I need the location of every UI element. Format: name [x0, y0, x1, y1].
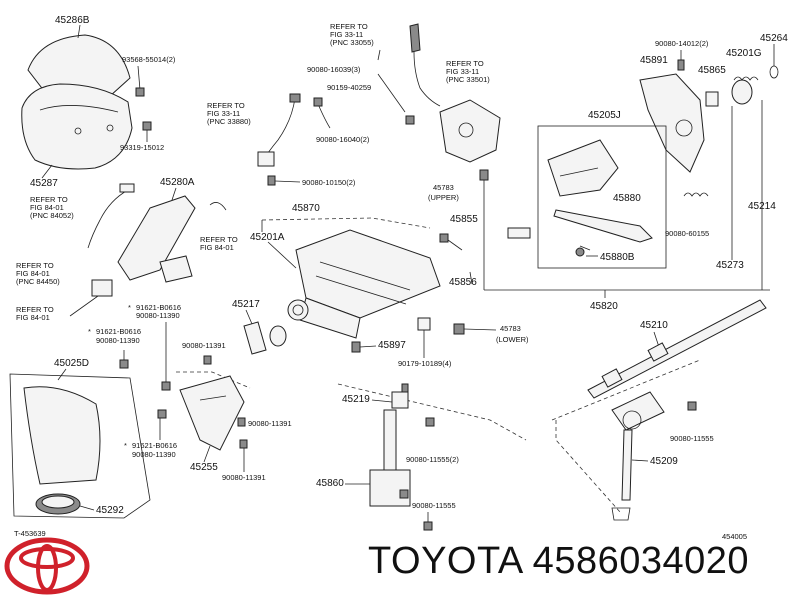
- ref4-line2: FIG 84-01: [30, 203, 64, 212]
- label-45891: 45891: [640, 55, 668, 66]
- label-90080-11391-a: 90080-11391: [182, 341, 226, 350]
- label-91621-a: 91621-B0616: [136, 303, 181, 312]
- label-45880b: 45880B: [600, 252, 635, 263]
- label-45201a: 45201A: [250, 232, 285, 243]
- label-91621-b: 91621-B0616: [96, 327, 141, 336]
- star-note-2: *: [88, 327, 91, 336]
- label-45855: 45855: [450, 214, 478, 225]
- label-45865: 45865: [698, 65, 726, 76]
- label-t-453639: T-453639: [14, 529, 46, 538]
- ref3-line2: FIG 33-11: [207, 109, 240, 118]
- ref7-line2: FIG 84-01: [16, 313, 50, 322]
- ref6-line1: REFER TO: [16, 261, 54, 270]
- label-90080-11555-b: 90080-11555(2): [406, 455, 459, 464]
- label-90080-11391-b: 90080-11391: [248, 419, 292, 428]
- label-45292: 45292: [96, 505, 124, 516]
- ref5-line2: FIG 84-01: [200, 243, 234, 252]
- ref6-line3: (PNC 84450): [16, 277, 60, 286]
- label-90159: 90159-40259: [327, 83, 371, 92]
- label-90080-16039: 90080-16039(3): [307, 65, 361, 74]
- note-upper: (UPPER): [428, 193, 459, 202]
- label-45856: 45856: [449, 277, 477, 288]
- label-45783-lower: 45783: [500, 324, 521, 333]
- ref6-line2: FIG 84-01: [16, 269, 50, 278]
- label-45880: 45880: [613, 193, 641, 204]
- ref2-line1: REFER TO: [446, 59, 484, 68]
- ref2-line2: FIG 33-11: [446, 67, 479, 76]
- ref5-line1: REFER TO: [200, 235, 238, 244]
- ref3-line3: (PNC 33880): [207, 117, 251, 126]
- label-45287: 45287: [30, 178, 58, 189]
- label-90080-60155: 90080-60155: [665, 229, 709, 238]
- label-45897: 45897: [378, 340, 406, 351]
- label-45219: 45219: [342, 394, 370, 405]
- label-90080-11390-c: 90080-11390: [132, 450, 176, 459]
- label-90080-11391-c: 90080-11391: [222, 473, 266, 482]
- label-90080-11390-b: 90080-11390: [96, 336, 140, 345]
- label-45280a: 45280A: [160, 177, 195, 188]
- ref7-line1: REFER TO: [16, 305, 54, 314]
- label-454005: 454005: [722, 532, 747, 541]
- ref2-line3: (PNC 33501): [446, 75, 490, 84]
- label-90179: 90179-10189(4): [398, 359, 452, 368]
- label-91621-c: 91621-B0616: [132, 441, 177, 450]
- ref1-line3: (PNC 33055): [330, 38, 374, 47]
- label-45210: 45210: [640, 320, 668, 331]
- label-90080-11555-a: 90080-11555: [670, 434, 714, 443]
- ref1-line1: REFER TO: [330, 22, 368, 31]
- label-45286b: 45286B: [55, 15, 90, 26]
- label-45209: 45209: [650, 456, 678, 467]
- toyota-logo-icon: [4, 537, 90, 595]
- ref4-line3: (PNC 84052): [30, 211, 74, 220]
- star-note-3: *: [124, 441, 127, 450]
- label-90080-11390-a: 90080-11390: [136, 311, 180, 320]
- ref4-line1: REFER TO: [30, 195, 68, 204]
- label-45860: 45860: [316, 478, 344, 489]
- label-45217: 45217: [232, 299, 260, 310]
- label-45820: 45820: [590, 301, 618, 312]
- label-90080-14012: 90080-14012(2): [655, 39, 709, 48]
- label-45025d: 45025D: [54, 358, 89, 369]
- label-93568: 93568-55014(2): [122, 55, 176, 64]
- label-90080-16040: 90080-16040(2): [316, 135, 370, 144]
- brand-part-number: TOYOTA 4586034020: [368, 540, 750, 582]
- note-lower: (LOWER): [496, 335, 529, 344]
- label-45201g: 45201G: [726, 48, 762, 59]
- label-90080-10150: 90080-10150(2): [302, 178, 356, 187]
- label-90080-11555-c: 90080-11555: [412, 501, 456, 510]
- label-45870: 45870: [292, 203, 320, 214]
- label-45273: 45273: [716, 260, 744, 271]
- label-93319: 93319-15012: [120, 143, 164, 152]
- column-cover-upper: [21, 34, 133, 170]
- ref3-line1: REFER TO: [207, 101, 245, 110]
- label-45255: 45255: [190, 462, 218, 473]
- label-45205j: 45205J: [588, 110, 621, 121]
- star-note-1: *: [128, 303, 131, 312]
- label-45214: 45214: [748, 201, 776, 212]
- label-45783-upper: 45783: [433, 183, 454, 192]
- label-45264: 45264: [760, 33, 788, 44]
- ref1-line2: FIG 33-11: [330, 30, 363, 39]
